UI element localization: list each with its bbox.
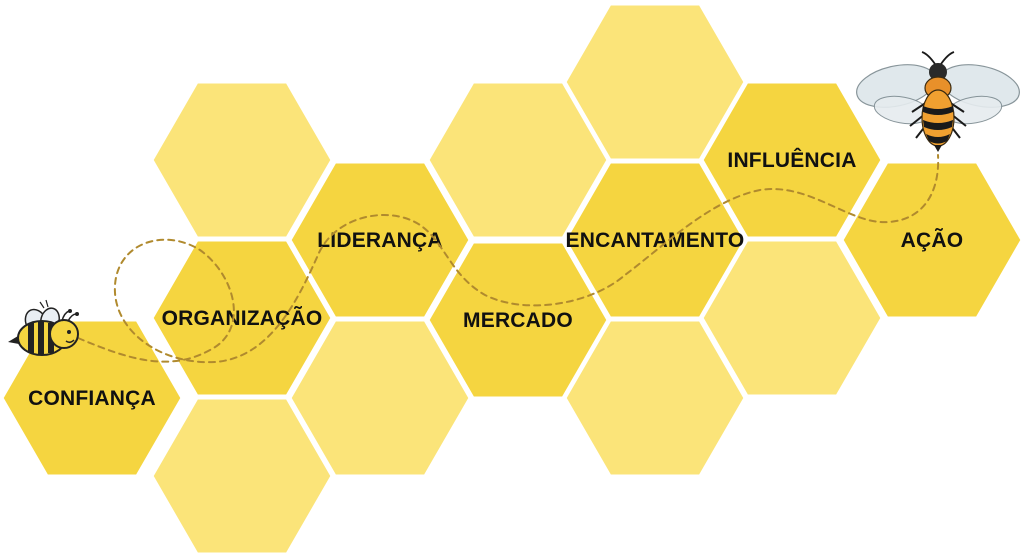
label-encantamento: ENCANTAMENTO (566, 229, 745, 252)
label-lideranca: LIDERANÇA (317, 229, 442, 252)
label-confianca: CONFIANÇA (28, 387, 156, 410)
hexagon-encantamento (563, 160, 747, 320)
hexagon-blank-6 (563, 318, 747, 478)
label-organizacao: ORGANIZAÇÃO (162, 307, 323, 330)
realistic-bee-icon (856, 51, 1020, 152)
hexagon-blank-7 (700, 238, 884, 398)
hexagon-lideranca (288, 160, 472, 320)
label-acao: AÇÃO (901, 229, 964, 252)
hexagon-blank-1 (150, 80, 334, 240)
hexagon-blank-5 (563, 2, 747, 162)
label-influencia: INFLUÊNCIA (727, 148, 856, 172)
label-layer: CONFIANÇA ORGANIZAÇÃO LIDERANÇA MERCADO ENCA… (28, 148, 963, 410)
hexagon-acao (840, 160, 1024, 320)
hexagon-blank-3 (288, 318, 472, 478)
label-mercado: MERCADO (463, 309, 573, 332)
hexagon-blank-2 (150, 396, 334, 556)
hexagon-influencia (700, 80, 884, 240)
hexagon-blank-4 (426, 80, 610, 240)
cartoon-bee-icon (8, 299, 79, 356)
hexagon-mercado (426, 240, 610, 400)
bee-flight-path (77, 154, 940, 364)
